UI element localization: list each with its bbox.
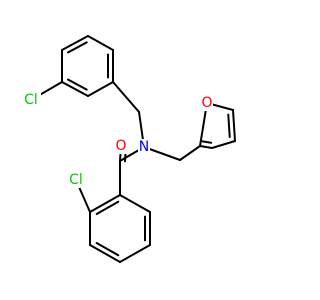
bond-ch2b-f1 xyxy=(179,145,201,161)
atom-cl-top-bg xyxy=(21,92,41,108)
bond-b6-b1-inner xyxy=(95,200,120,215)
atom-n-amide: N xyxy=(138,139,150,155)
bond-f3-f4-inner xyxy=(227,113,231,138)
atom-o-furan: O xyxy=(201,95,213,111)
bond-b4-b5 xyxy=(89,244,121,263)
molecule-structure: Cl O N O Cl xyxy=(21,35,236,263)
atom-cl-bottom-bg xyxy=(66,172,86,188)
bond-f3-f4 xyxy=(232,109,236,142)
atom-cl-bottom-label: Cl xyxy=(69,172,83,188)
bond-b1-b2 xyxy=(119,194,151,213)
atom-o-carbonyl-bg xyxy=(115,138,127,154)
bond-f5-f1-inner xyxy=(201,140,213,144)
bond-b6-b1 xyxy=(89,194,121,213)
atom-cl-top: Cl xyxy=(21,92,41,108)
bond-a3-a4 xyxy=(87,81,114,97)
atom-cl-top-label: Cl xyxy=(24,92,38,108)
bond-a6-a1-inner xyxy=(67,41,88,54)
bond-b3-b4 xyxy=(119,244,151,263)
atom-o-furan-bg xyxy=(201,95,213,111)
atom-n-amide-bg xyxy=(138,139,150,155)
bond-a1-a2 xyxy=(87,35,114,51)
atom-o-carbonyl-label: O xyxy=(115,138,126,154)
bond-a4-a5-inner xyxy=(67,78,88,91)
atom-o-carbonyl: O xyxy=(115,138,127,154)
bond-lines xyxy=(30,35,236,263)
bond-a3-ch2a xyxy=(112,81,140,113)
bond-f5-f1 xyxy=(199,145,213,149)
atom-n-amide-label: N xyxy=(139,139,149,155)
atom-o-furan-label: O xyxy=(201,95,212,111)
atom-cl-bottom: Cl xyxy=(66,172,86,188)
bond-a4-a5 xyxy=(61,81,89,97)
bond-f4-f5 xyxy=(211,140,236,149)
atom-labels: Cl O N O Cl xyxy=(21,92,213,188)
bond-a6-a1 xyxy=(61,35,89,51)
bond-b4-b5-inner xyxy=(95,242,120,257)
